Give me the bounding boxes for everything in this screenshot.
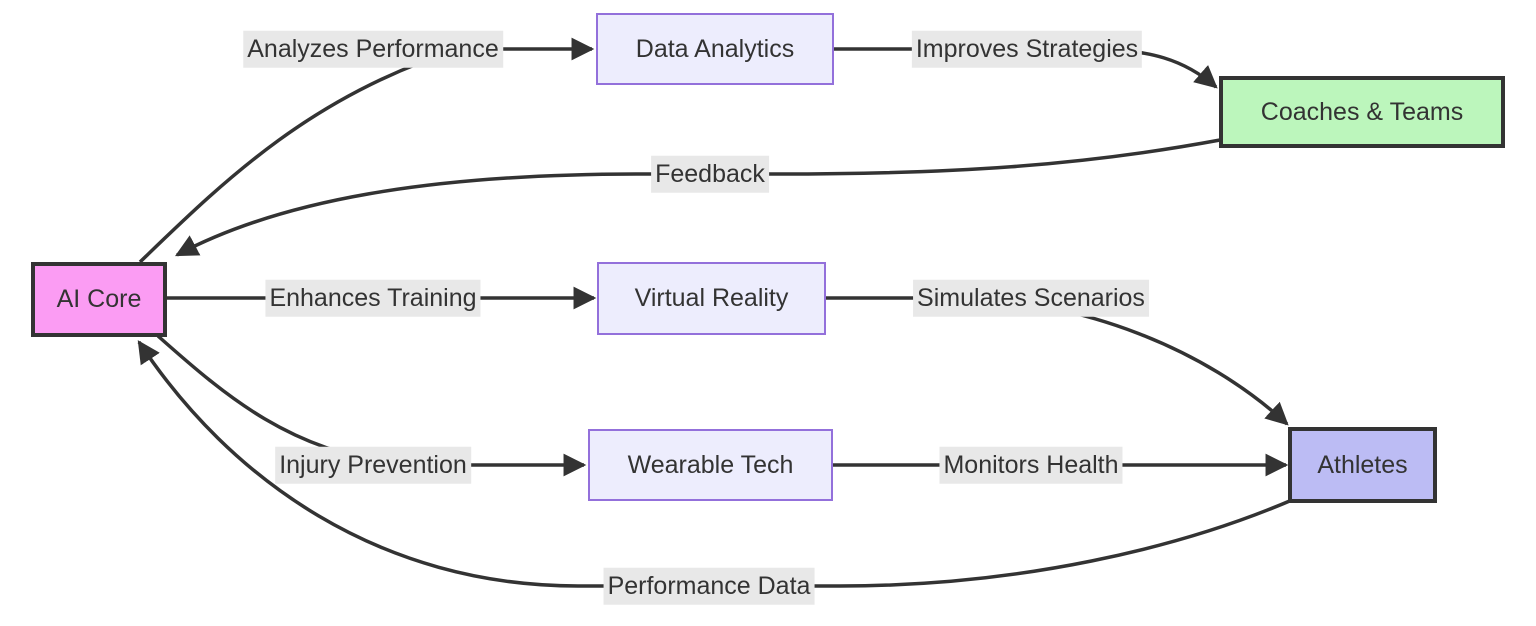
node-ai-core: AI Core — [31, 262, 167, 337]
edge-label-monitors-health: Monitors Health — [939, 446, 1123, 484]
edge-virtual-reality-to-athletes — [825, 296, 1289, 426]
node-wearable-tech: Wearable Tech — [588, 429, 833, 501]
edge-label-improves-strategies: Improves Strategies — [911, 30, 1143, 68]
edge-ai-core-to-wearable-tech — [156, 334, 587, 477]
node-athletes-label: Athletes — [1317, 450, 1408, 479]
node-athletes: Athletes — [1288, 427, 1437, 503]
edge-label-feedback: Feedback — [651, 155, 769, 193]
node-ai-core-label: AI Core — [56, 285, 142, 313]
node-data-analytics: Data Analytics — [596, 13, 834, 85]
node-virtual-reality-label: Virtual Reality — [634, 284, 789, 312]
node-wearable-tech-label: Wearable Tech — [627, 450, 794, 479]
node-virtual-reality: Virtual Reality — [597, 262, 826, 335]
node-coaches-teams-label: Coaches & Teams — [1260, 97, 1464, 126]
node-coaches-teams: Coaches & Teams — [1219, 76, 1505, 148]
edge-label-simulates-scenarios: Simulates Scenarios — [913, 279, 1149, 317]
node-data-analytics-label: Data Analytics — [635, 34, 795, 63]
edge-label-analyzes-performance: Analyzes Performance — [243, 30, 503, 68]
edge-ai-core-to-data-analytics — [138, 37, 595, 264]
edge-label-injury-prevention: Injury Prevention — [275, 446, 471, 484]
edge-label-performance-data: Performance Data — [603, 567, 815, 605]
edge-label-enhances-training: Enhances Training — [265, 279, 481, 317]
edge-athletes-to-ai-core — [137, 340, 1293, 588]
